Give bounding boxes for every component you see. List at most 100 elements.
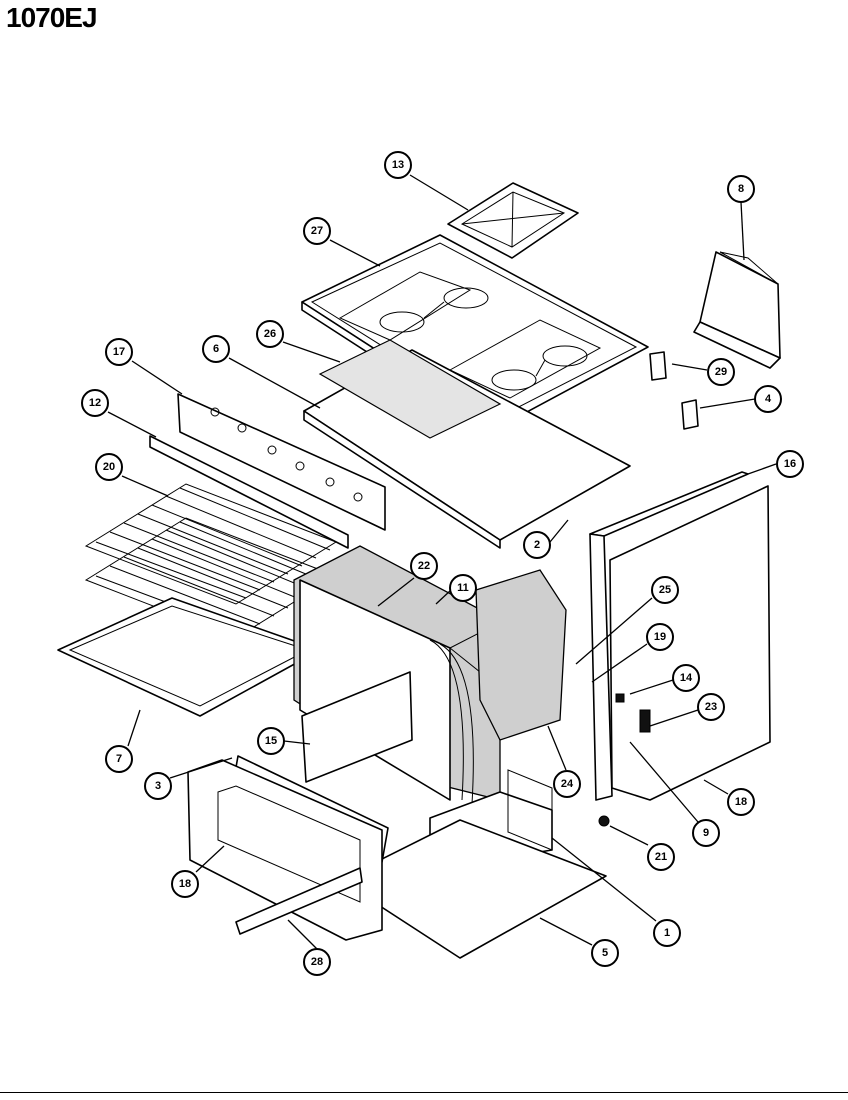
callout-18-right: 18: [727, 788, 755, 816]
leader-lines: [107, 174, 777, 951]
svg-text:6: 6: [213, 343, 219, 355]
callout-27: 27: [303, 217, 331, 245]
callout-8: 8: [727, 175, 755, 203]
callout-19: 19: [646, 623, 674, 651]
callout-28: 28: [303, 948, 331, 976]
leader-19: [591, 643, 648, 683]
svg-text:17: 17: [113, 346, 125, 358]
small-bracket-part: [649, 351, 699, 430]
leader-7: [127, 709, 141, 747]
svg-text:14: 14: [680, 672, 693, 684]
svg-text:7: 7: [116, 753, 122, 765]
leader-3: [169, 757, 233, 779]
back-guard-part: [693, 251, 781, 369]
callout-26: 26: [256, 320, 284, 348]
svg-text:23: 23: [705, 701, 717, 713]
leader-23: [649, 709, 699, 727]
callout-16: 16: [776, 450, 804, 478]
callout-1: 1: [653, 919, 681, 947]
svg-text:8: 8: [738, 183, 744, 195]
leader-25: [575, 597, 653, 665]
callout-11: 11: [449, 574, 477, 602]
svg-text:1: 1: [664, 927, 670, 939]
svg-text:12: 12: [89, 397, 101, 409]
leader-2: [549, 519, 569, 543]
callout-15: 15: [257, 727, 285, 755]
callout-22: 22: [410, 552, 438, 580]
leader-15: [283, 740, 311, 745]
callout-4: 4: [754, 385, 782, 413]
callout-6: 6: [202, 335, 230, 363]
callout-24: 24: [553, 770, 581, 798]
callout-21: 21: [647, 843, 675, 871]
callout-7: 7: [105, 745, 133, 773]
leader-21: [609, 825, 649, 846]
leader-18l: [195, 845, 225, 873]
svg-text:22: 22: [418, 560, 430, 572]
baffle-part: [301, 671, 413, 783]
model-title: 1070EJ: [6, 2, 98, 33]
svg-text:3: 3: [155, 780, 161, 792]
callout-2: 2: [523, 531, 551, 559]
manifold-part: [149, 435, 349, 549]
callout-12: 12: [81, 389, 109, 417]
callout-13: 13: [384, 151, 412, 179]
leader-16: [747, 463, 777, 475]
bolt-part: [598, 815, 610, 827]
callout-29: 29: [707, 358, 735, 386]
callout-18-left: 18: [171, 870, 199, 898]
leader-29: [671, 363, 708, 371]
leader-24: [547, 725, 567, 771]
leader-20: [121, 475, 169, 497]
callout-23: 23: [697, 693, 725, 721]
callouts: 13 8 27 26 6 17 29 4 12 16 20 2 22 11 25…: [81, 151, 804, 976]
svg-text:4: 4: [765, 393, 772, 405]
svg-text:24: 24: [561, 778, 574, 790]
leader-11: [435, 589, 452, 605]
leader-27: [329, 239, 381, 267]
leader-22: [377, 577, 415, 607]
callout-25: 25: [651, 576, 679, 604]
svg-text:21: 21: [655, 851, 667, 863]
base-part: [339, 819, 607, 959]
leader-26: [282, 341, 341, 363]
svg-text:2: 2: [534, 539, 540, 551]
svg-text:28: 28: [311, 956, 323, 968]
leader-18r: [703, 779, 729, 795]
svg-text:18: 18: [735, 796, 747, 808]
leader-5: [539, 917, 593, 946]
leader-13: [409, 174, 469, 211]
leader-28: [287, 919, 319, 951]
leader-1: [551, 837, 657, 922]
control-panel-part: [177, 393, 386, 531]
callout-17: 17: [105, 338, 133, 366]
upper-panel-part: [303, 339, 631, 549]
svg-text:11: 11: [457, 582, 469, 594]
callout-14: 14: [672, 664, 700, 692]
callout-3: 3: [144, 772, 172, 800]
svg-text:16: 16: [784, 458, 796, 470]
svg-text:9: 9: [703, 827, 709, 839]
leader-9: [629, 741, 699, 823]
svg-text:20: 20: [103, 461, 115, 473]
side-panel-part: [589, 471, 771, 801]
svg-text:27: 27: [311, 225, 323, 237]
leader-4: [699, 398, 756, 409]
svg-text:29: 29: [715, 366, 727, 378]
svg-text:5: 5: [602, 947, 608, 959]
leader-14: [629, 679, 674, 695]
svg-text:19: 19: [654, 631, 666, 643]
svg-text:13: 13: [392, 159, 404, 171]
svg-text:15: 15: [265, 735, 277, 747]
leader-6: [228, 357, 321, 409]
leader-17: [131, 360, 183, 395]
leader-12: [107, 411, 157, 438]
burner-grate-part: [447, 182, 579, 259]
tray-part: [57, 597, 321, 717]
callout-5: 5: [591, 939, 619, 967]
svg-text:25: 25: [659, 584, 671, 596]
footer-rule: [0, 1092, 848, 1093]
leader-8: [740, 201, 745, 261]
callout-20: 20: [95, 453, 123, 481]
